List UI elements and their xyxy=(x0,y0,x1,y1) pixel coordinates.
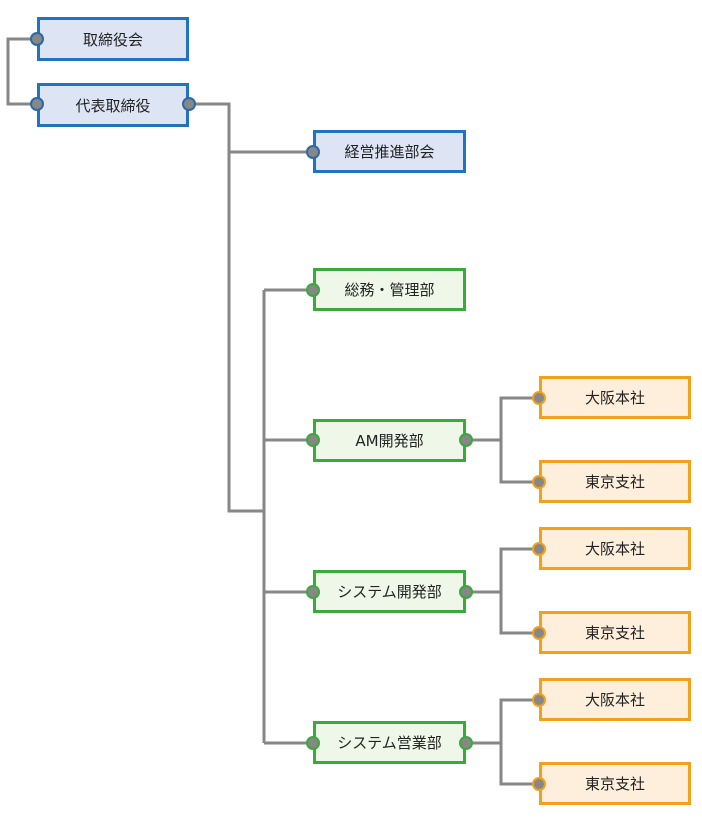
node-president-label: 代表取締役 xyxy=(75,96,151,115)
node-am-osaka-label: 大阪本社 xyxy=(584,389,645,407)
node-am-dev-label: AM開発部 xyxy=(355,432,424,450)
node-syssales-tokyo-label: 東京支社 xyxy=(584,775,645,793)
node-system-sales[interactable]: システム営業部 xyxy=(313,721,466,764)
node-am-dev[interactable]: AM開発部 xyxy=(313,419,466,462)
node-am-tokyo-label: 東京支社 xyxy=(584,473,645,491)
node-management-council[interactable]: 経営推進部会 xyxy=(313,130,466,173)
node-board[interactable]: 取締役会 xyxy=(37,17,189,61)
node-system-sales-label: システム営業部 xyxy=(337,734,442,752)
node-sysdev-osaka[interactable]: 大阪本社 xyxy=(539,527,691,570)
node-sysdev-tokyo-label: 東京支社 xyxy=(584,624,645,642)
connector-am-bus xyxy=(499,396,539,484)
node-syssales-osaka[interactable]: 大阪本社 xyxy=(539,678,691,721)
node-management-council-label: 経営推進部会 xyxy=(344,143,435,161)
node-system-dev-label: システム開発部 xyxy=(337,583,442,601)
node-president[interactable]: 代表取締役 xyxy=(37,83,189,127)
connector-sysdev-bus xyxy=(499,547,539,635)
node-general-affairs-label: 総務・管理部 xyxy=(344,281,435,299)
node-syssales-tokyo[interactable]: 東京支社 xyxy=(539,762,691,805)
node-sysdev-osaka-label: 大阪本社 xyxy=(584,540,645,558)
node-board-label: 取締役会 xyxy=(82,30,143,49)
node-general-affairs[interactable]: 総務・管理部 xyxy=(313,268,466,311)
connector-board-president xyxy=(6,37,37,106)
connector-syssales-bus xyxy=(499,698,539,786)
node-syssales-osaka-label: 大阪本社 xyxy=(584,691,645,709)
node-am-tokyo[interactable]: 東京支社 xyxy=(539,460,691,503)
node-sysdev-tokyo[interactable]: 東京支社 xyxy=(539,611,691,654)
connector-president-trunk xyxy=(189,102,264,513)
node-am-osaka[interactable]: 大阪本社 xyxy=(539,376,691,419)
node-system-dev[interactable]: システム開発部 xyxy=(313,570,466,613)
